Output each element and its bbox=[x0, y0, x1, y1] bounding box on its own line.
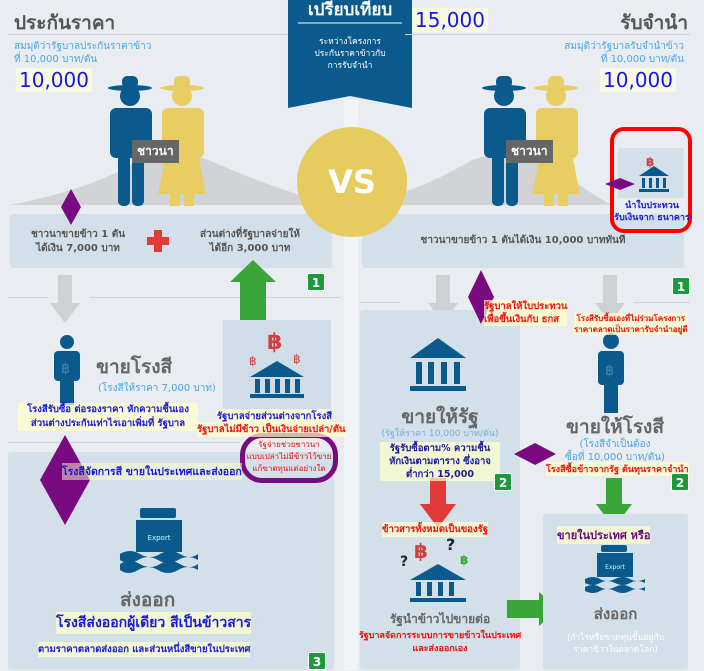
left-mill-title: ขายโรงสี bbox=[96, 356, 173, 378]
farmer-label: ชาวนา bbox=[506, 140, 553, 163]
right-assumption: สมมุติว่ารัฐบาลรับจำนำข้าว ที่ 10,000 บา… bbox=[564, 41, 684, 65]
right-export-title: ส่งออก bbox=[593, 605, 638, 623]
left-sell-text: ชาวนาขายข้าว 1 ตัน ได้เงิน 7,000 บาท bbox=[30, 229, 126, 254]
divider bbox=[634, 302, 690, 303]
farmer-label: ชาวนา bbox=[132, 140, 179, 163]
arrow-down-red-icon bbox=[420, 478, 456, 528]
divider bbox=[90, 297, 340, 298]
divider bbox=[8, 297, 48, 298]
bank-icon bbox=[410, 338, 466, 391]
step-badge: 3 bbox=[308, 652, 326, 670]
svg-text:฿: ฿ bbox=[249, 354, 257, 368]
arrow-up-icon bbox=[230, 260, 276, 322]
state-note: รัฐรับซื้อตาม% ความชื้น หักเงินตามตาราง … bbox=[380, 442, 500, 481]
left-mill-price: (โรงสีให้ราคา 7,000 บาท) bbox=[98, 383, 216, 394]
export-label: Export bbox=[605, 564, 625, 571]
export-sub: ตามราคาตลาดส่งออก และส่วนหนึ่งสีขายในประ… bbox=[38, 642, 251, 657]
svg-text:฿: ฿ bbox=[267, 330, 282, 355]
mill-buy-note: โรงสีซื้อข้าวจากรัฐ ต้นทุนราคาจำนำ bbox=[546, 462, 689, 476]
export-note: โรงสีส่งออกผู้เดียว สีเป็นข้าวสาร bbox=[56, 612, 252, 634]
left-export-title: ส่งออก bbox=[120, 589, 176, 611]
all-rice-note: ข้าวสารทั้งหมดเป็นของรัฐ bbox=[382, 522, 488, 537]
left-price: 10,000 bbox=[16, 68, 92, 92]
left-assumption: สมมุติว่ารัฐบาลประกันราคาข้าว ที่ 10,000… bbox=[14, 41, 152, 65]
gov-circle-note: รัฐจ่ายช่วยชาวนา แบบเปล่าไม่มีข้าวไว้ขาย… bbox=[246, 440, 332, 473]
svg-text:฿: ฿ bbox=[61, 361, 70, 377]
receipt-note: รัฐบาลให้ใบประทวน เพื่อขึ้นเงินกับ ธกส bbox=[484, 300, 568, 326]
left-diff-text: ส่วนต่างที่รัฐบาลจ่ายให้ ได้อีก 3,000 บา… bbox=[200, 229, 300, 254]
top-price: 15,000 bbox=[412, 8, 488, 32]
left-title: ประกันราคา bbox=[14, 12, 116, 34]
mill-note-top: โรงสีรับซื้อเองที่ไม่ร่วมโครงการ ราคาตลา… bbox=[574, 313, 688, 335]
domestic-label: ขายในประเทศ หรือ bbox=[557, 526, 651, 544]
divider bbox=[8, 34, 290, 35]
bank-highlight bbox=[610, 127, 692, 233]
right-title: รับจำนำ bbox=[620, 12, 688, 34]
step-badge: 2 bbox=[671, 473, 689, 491]
plus-icon bbox=[147, 230, 169, 252]
banner-subtitle: ระหว่างโครงการ ประกันราคาข้าวกับ การรับจ… bbox=[314, 37, 386, 71]
gov-note-2: รัฐบาลไม่มีข้าว เป็นเงินจ่ายเปล่า/ตัน bbox=[197, 422, 346, 437]
state-title: ขายให้รัฐ bbox=[401, 406, 479, 428]
person-icon: ฿ bbox=[54, 335, 80, 405]
bank-icon: ฿฿฿ bbox=[249, 330, 304, 398]
vs-badge: VS bbox=[297, 127, 407, 237]
svg-text:฿: ฿ bbox=[605, 363, 614, 379]
resell-title: รัฐนำข้าวไปขายต่อ bbox=[389, 612, 491, 626]
banner-bg bbox=[288, 0, 412, 108]
divider bbox=[8, 442, 240, 443]
arrow-down-icon bbox=[595, 275, 625, 323]
svg-text:฿: ฿ bbox=[293, 352, 301, 366]
step-badge: 1 bbox=[672, 277, 690, 295]
svg-text:฿: ฿ bbox=[414, 539, 428, 563]
farmers-icon bbox=[482, 76, 580, 206]
marker-diamond bbox=[61, 189, 81, 225]
person-icon: ฿ bbox=[598, 333, 624, 413]
step-badge: 1 bbox=[307, 273, 325, 291]
right-mill-price: (โรงสีจำเป็นต้อง ซื้อที่ 10,000 บาท/ตัน) bbox=[565, 439, 665, 463]
step-badge: 2 bbox=[494, 473, 512, 491]
right-step1-box bbox=[362, 214, 684, 268]
resell-note: รัฐบาลจัดการระบบการขายข้าวในประเทศ และส่… bbox=[358, 631, 522, 654]
left-mill-note: โรงสีรับซื้อ ต่อรองราคา หักความชื้นเอง ส… bbox=[18, 403, 198, 431]
marker-diamond bbox=[605, 178, 635, 190]
farmers-icon bbox=[108, 76, 206, 206]
center-divider bbox=[344, 100, 358, 670]
right-mill-title: ขายให้โรงสี bbox=[566, 416, 664, 438]
bank-icon: ฿ bbox=[639, 155, 669, 192]
export-label: Export bbox=[148, 534, 171, 542]
export-ship-icon: Export bbox=[120, 508, 198, 573]
marker-diamond bbox=[514, 443, 556, 465]
svg-text:?: ? bbox=[446, 535, 455, 554]
bank-question-icon: ฿?? ฿ bbox=[400, 535, 468, 602]
mill-manage-text: โรงสีจัดการสี ขายในประเทศและส่งออก bbox=[62, 463, 242, 480]
export-ship-icon: Export bbox=[585, 545, 645, 593]
state-price: (รัฐให้ราคา 10,000 บาท/ตัน) bbox=[381, 429, 499, 439]
svg-text:?: ? bbox=[400, 554, 408, 570]
right-export-sub: (กำไรหรือขาดทุนขึ้นอยู่กับ ราคาข้าวในตลา… bbox=[566, 633, 665, 655]
bank-note: นำใบประทวน รับเงินจาก ธนาคาร bbox=[614, 201, 690, 223]
svg-text:฿: ฿ bbox=[460, 553, 468, 567]
right-price: 10,000 bbox=[600, 68, 676, 92]
gov-note-1: รัฐบาลจ่ายส่วนต่างจากโรงสี bbox=[217, 409, 333, 424]
right-sell-text: ชาวนาขายข้าว 1 ตันได้เงิน 10,000 บาททันท… bbox=[420, 235, 626, 246]
banner-title: เปรียบเทียบ bbox=[307, 0, 393, 20]
divider bbox=[405, 34, 690, 35]
divider bbox=[360, 302, 400, 303]
arrow-down-icon bbox=[50, 275, 80, 323]
left-step1-box bbox=[10, 214, 332, 268]
svg-text:฿: ฿ bbox=[646, 155, 654, 169]
